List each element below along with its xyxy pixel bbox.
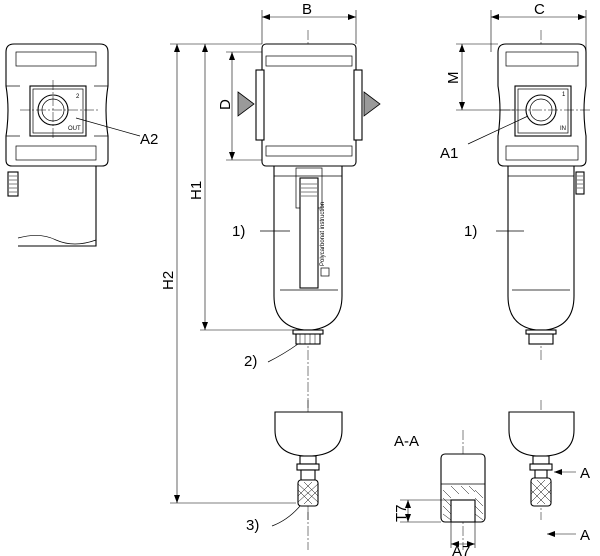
port-mark-in: IN [560, 126, 566, 132]
label-d: D [217, 99, 234, 110]
label-t7: T7 [393, 504, 410, 522]
right-view: IN 1 1) A1 [440, 30, 590, 360]
label-section-arrow-a-lower: A [580, 527, 590, 544]
label-section-arrow-a-upper: A [580, 465, 590, 482]
dimension-d: D [217, 51, 262, 161]
label-m: M [445, 72, 462, 85]
detail-drain-side: A A [508, 400, 590, 544]
label-h2: H2 [160, 271, 177, 290]
callout-1-front: 1) [232, 223, 245, 240]
label-c: C [534, 1, 545, 18]
bowl-label: Polycarbonat instruction [320, 202, 326, 266]
label-a1: A1 [440, 145, 458, 162]
label-section-a-a: A-A [394, 433, 419, 450]
callout-1-right: 1) [464, 223, 477, 240]
dimension-b: B [261, 1, 357, 44]
port-mark-out: OUT [68, 126, 81, 132]
label-h1: H1 [188, 181, 205, 200]
detail-drain-option-3: 3) [246, 400, 343, 534]
port-mark-one: 1 [562, 92, 566, 98]
callout-2: 2) [244, 353, 257, 370]
label-a7: A7 [452, 543, 470, 556]
port-arrow-out [363, 91, 381, 117]
section-a-a: A-A T7 A7 [393, 430, 486, 556]
port-arrow-in [237, 91, 255, 117]
label-a2: A2 [140, 131, 158, 148]
label-b: B [302, 1, 312, 18]
dimension-h1: H1 [188, 43, 296, 331]
dimension-h2: H2 [160, 43, 296, 504]
left-partial-view: OUT 2 A2 [5, 43, 158, 247]
dimension-c: C [490, 1, 587, 52]
callout-3: 3) [246, 517, 259, 534]
dimension-m: M [445, 43, 515, 111]
front-view: Polycarbonat instruction 1) 2) [232, 30, 381, 550]
port-mark-two: 2 [76, 94, 80, 100]
